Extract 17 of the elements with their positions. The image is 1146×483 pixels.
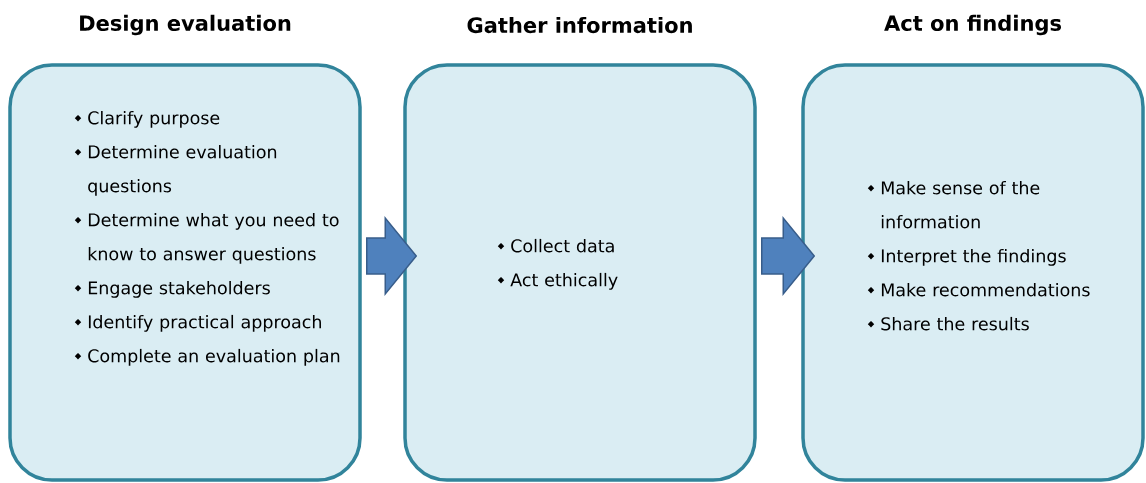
list-item: Share the results xyxy=(867,316,1029,331)
list-item: Determine what you need to know to answer questions xyxy=(74,212,339,264)
list-item: Interpret the findings xyxy=(867,248,1066,266)
block-arrow xyxy=(366,215,418,297)
list-item: Complete an evaluation plan xyxy=(74,348,340,366)
heading: Act on findings xyxy=(884,14,1061,36)
list-item: Act ethically xyxy=(497,272,618,290)
list-item: Engage stakeholders xyxy=(74,280,270,298)
list-item: Determine evaluation questions xyxy=(74,144,277,196)
list-item: Clarify purpose xyxy=(74,110,220,128)
heading: Design evaluation xyxy=(80,14,291,36)
list-item: Identify practical approach xyxy=(74,314,321,332)
block-arrow xyxy=(761,215,816,297)
heading: Gather information xyxy=(467,16,692,34)
list-item: Make recommendations xyxy=(867,282,1090,297)
list-item: Make sense of the information xyxy=(867,180,1040,229)
list-item: Collect data xyxy=(497,238,614,253)
